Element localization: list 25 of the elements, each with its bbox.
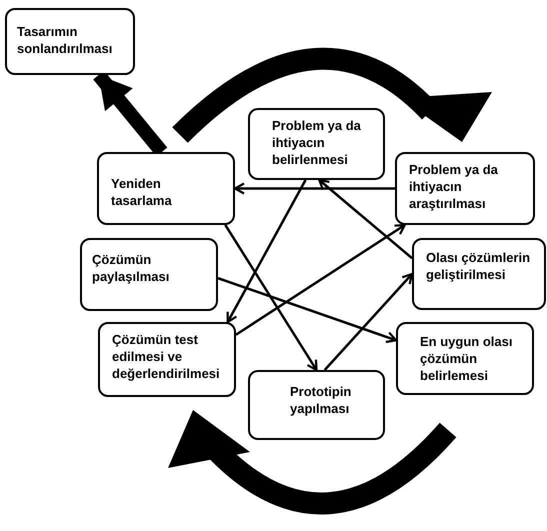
step-box xyxy=(395,152,535,225)
step-label: Olası çözümlerin geliştirilmesi xyxy=(426,250,532,284)
step-label: Problem ya da ihtiyacın belirlenmesi xyxy=(272,118,362,169)
arrow xyxy=(226,179,307,324)
step-box xyxy=(412,238,546,310)
step-box xyxy=(97,152,235,225)
arrow xyxy=(234,182,395,195)
step-label: Problem ya da ihtiyacın araştırılması xyxy=(409,162,499,213)
step-box xyxy=(248,108,385,180)
arrow xyxy=(235,224,406,336)
arrow xyxy=(324,272,414,371)
step-label: Çözümün test edilmesi ve değerlendirilmesi xyxy=(112,332,221,383)
step-label: Tasarımın sonlandırılması xyxy=(17,24,114,58)
step-box xyxy=(5,8,135,75)
step-label: En uygun olası çözümün belirlemesi xyxy=(420,334,514,385)
arrow xyxy=(218,276,398,344)
step-label: Yeniden tasarlama xyxy=(111,176,173,210)
arrow xyxy=(224,224,318,372)
step-box xyxy=(396,322,534,395)
step-box xyxy=(80,238,218,311)
step-box xyxy=(98,322,236,397)
step-box xyxy=(248,370,385,440)
step-label: Prototipin yapılması xyxy=(290,384,352,418)
arrow xyxy=(318,178,413,260)
step-label: Çözümün paylaşılması xyxy=(92,252,170,286)
